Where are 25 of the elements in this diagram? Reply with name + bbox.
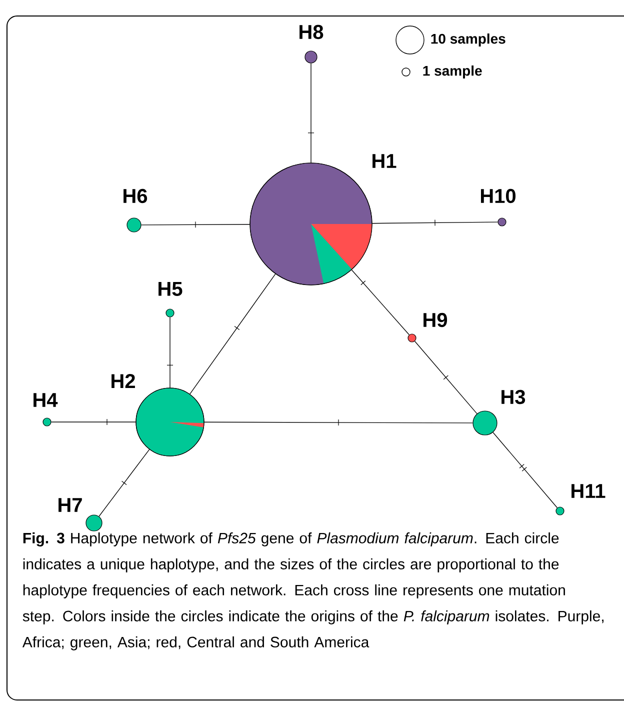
mutation-line [204,419,474,426]
haplotype-label: H1 [372,154,396,168]
haplotype-label: H6 [124,188,148,204]
mutation-line [50,418,136,426]
haplotype-label: H11 [572,484,606,498]
haplotype-label: H10 [480,188,516,204]
mutation-line [308,62,314,164]
mutation-line [372,219,498,226]
mutation-line [492,432,558,508]
haplotype-label: H5 [158,282,182,296]
figure-caption: Fig. 3 Haplotype network of Pfs25 gene of Plasmodium falciparum. Each circle indicates a unique haplotype, and the sizes of the circles are proportional to the haplotype frequencies of each network. Each cross line represents one mutation step. Colors inside the circles indicate the origins of the P. falciparum isolates. Purple, Africa; green, Asia; red, Central and South America [22,532,604,650]
haplotype-label: H9 [424,312,448,328]
mutation-line [98,449,150,517]
mutation-line [140,221,250,228]
haplotype-label: H8 [300,24,324,40]
haplotype-label: H2 [112,374,135,388]
haplotype-label: H7 [58,498,82,512]
haplotype-label: H4 [34,393,58,407]
legend-text: 1 sample [423,65,482,79]
mutation-line [351,270,410,336]
haplotype-label: H3 [502,390,526,404]
legend-text: 10 samples [431,33,506,47]
mutation-line [190,274,276,394]
mutation-line [166,316,174,388]
mutation-line [414,340,478,414]
